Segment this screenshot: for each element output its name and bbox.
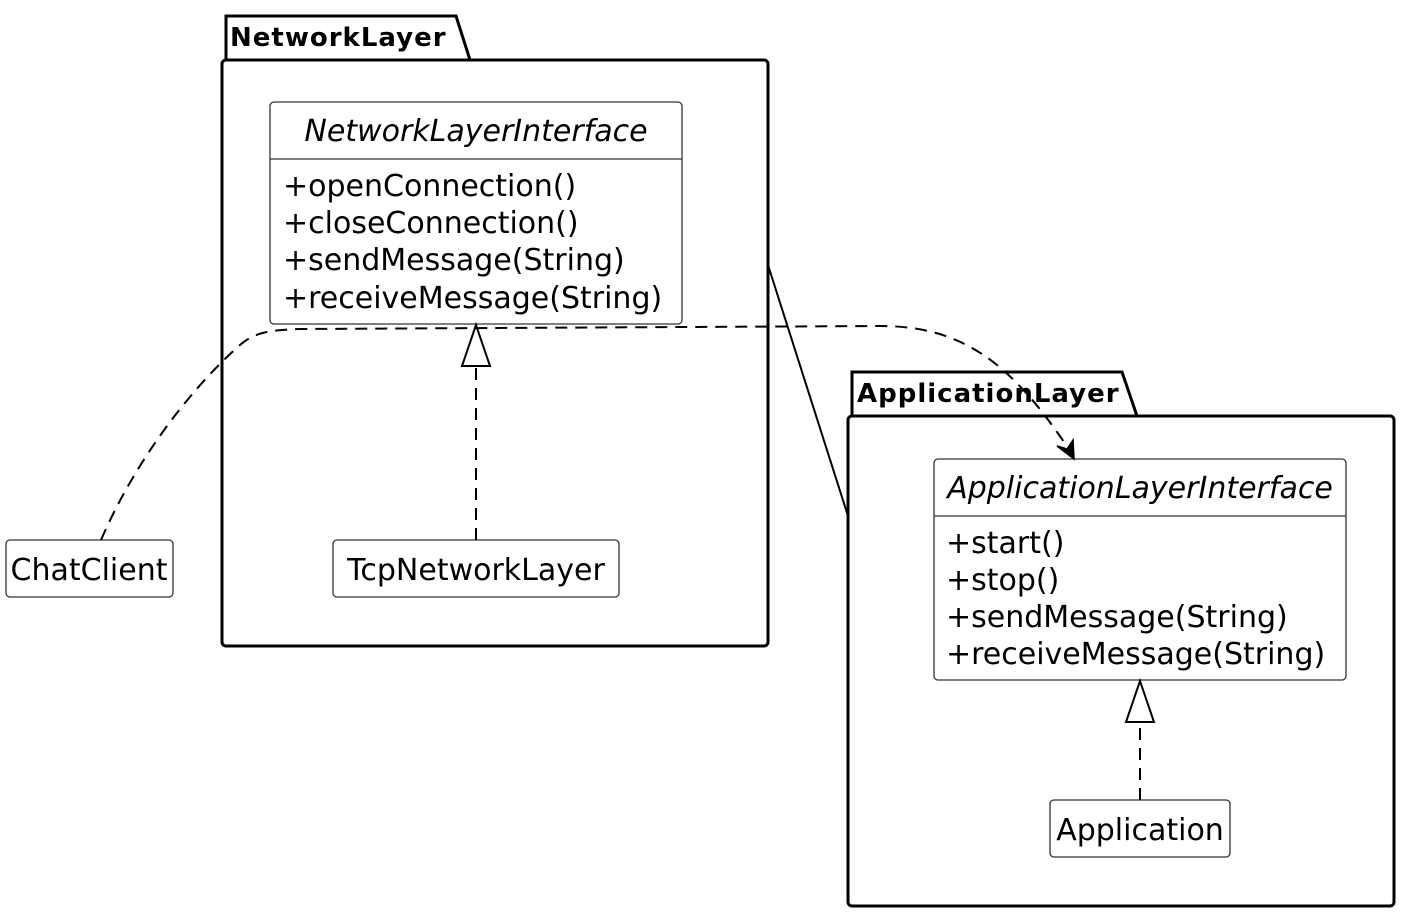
package-application-layer-title: ApplicationLayer <box>857 379 1120 409</box>
network-member: +sendMessage(String) <box>283 243 625 278</box>
application-member: +receiveMessage(String) <box>946 637 1325 672</box>
chat-client-class[interactable]: ChatClient <box>5 539 174 598</box>
application-layer-interface-title: ApplicationLayerInterface <box>945 471 1333 506</box>
dependency-arrowhead <box>1056 437 1075 461</box>
application-label: Application <box>1056 813 1224 848</box>
application-class[interactable]: Application <box>1049 799 1231 858</box>
network-member: +closeConnection() <box>283 206 579 241</box>
package-association-line <box>767 264 849 517</box>
network-member: +receiveMessage(String) <box>283 281 662 316</box>
application-member: +sendMessage(String) <box>946 600 1288 635</box>
application-member: +stop() <box>946 563 1059 598</box>
network-layer-interface-title: NetworkLayerInterface <box>304 114 647 149</box>
tcp-network-layer-class[interactable]: TcpNetworkLayer <box>332 539 620 598</box>
application-member: +start() <box>946 526 1064 561</box>
dependency-chatclient-to-app-interface <box>100 324 1075 541</box>
network-layer-interface[interactable]: NetworkLayerInterface +openConnection() … <box>269 101 683 325</box>
chat-client-label: ChatClient <box>11 553 168 588</box>
application-layer-interface[interactable]: ApplicationLayerInterface +start() +stop… <box>933 458 1347 681</box>
realization-tcp-to-network-interface <box>460 321 492 540</box>
package-network-layer-title: NetworkLayer <box>230 23 447 53</box>
realization-application-to-app-interface <box>1124 677 1156 800</box>
tcp-network-layer-label: TcpNetworkLayer <box>346 553 605 588</box>
network-member: +openConnection() <box>283 169 576 204</box>
